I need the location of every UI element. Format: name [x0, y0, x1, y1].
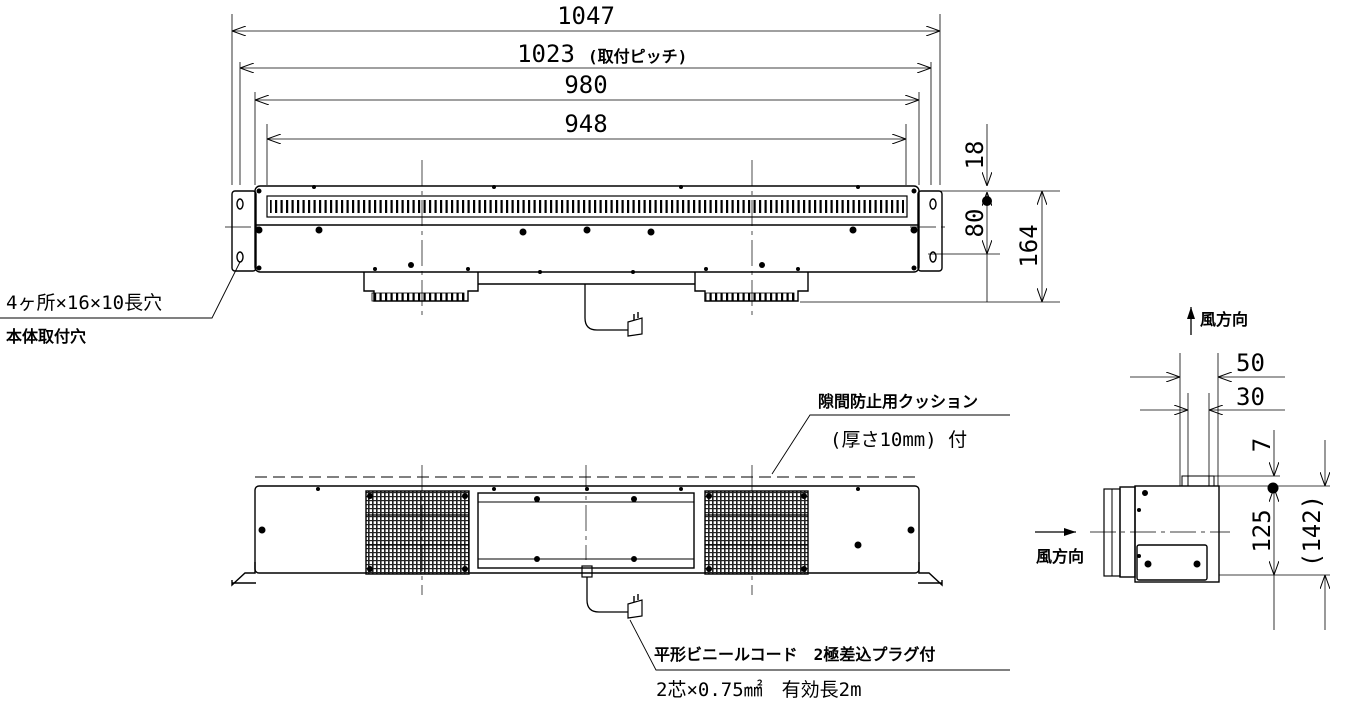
bottom-view-screws: [258, 487, 915, 572]
mount-hole-note: 本体取付穴: [6, 327, 86, 346]
right-bracket: [917, 190, 943, 272]
left-grille: [365, 490, 470, 575]
airflow-up-label: 風方向: [1200, 310, 1248, 329]
dim-125: 125: [1248, 509, 1276, 552]
dim-1047: 1047: [557, 2, 615, 30]
cushion-note: 隙間防止用クッション: [818, 392, 978, 411]
slot-spec-note: 4ヶ所×16×10長穴: [6, 292, 162, 314]
dim-30: 30: [1236, 383, 1265, 411]
dim-164: 164: [1015, 224, 1043, 267]
side-view-screws: [1137, 482, 1279, 568]
main-body: [254, 185, 920, 273]
cord-spec-note: 2芯×0.75㎟ 有効長2m: [656, 678, 862, 701]
side-view: [1035, 307, 1330, 630]
top-view-screws: [255, 185, 992, 274]
vent-strip: [266, 195, 908, 218]
dim-1023-note: (取付ピッチ): [588, 47, 687, 66]
dim-50: 50: [1236, 349, 1265, 377]
right-grille: [704, 490, 809, 575]
dim-142: (142): [1298, 495, 1326, 567]
bottom-view: [231, 414, 1010, 671]
airflow-side-label: 風方向: [1036, 547, 1084, 566]
dim-980: 980: [564, 71, 607, 99]
dim-7: 7: [1248, 438, 1276, 452]
dim-948: 948: [564, 110, 607, 138]
cord-type-note: 平形ビニールコード 2極差込プラグ付: [654, 645, 935, 664]
dim-80: 80: [961, 209, 989, 238]
cushion-thickness-note: (厚さ10mm) 付: [830, 429, 967, 451]
left-bracket: [231, 190, 257, 272]
dim-1023: 1023: [517, 40, 575, 68]
bottom-body: [254, 485, 920, 574]
dim-18: 18: [961, 141, 989, 170]
